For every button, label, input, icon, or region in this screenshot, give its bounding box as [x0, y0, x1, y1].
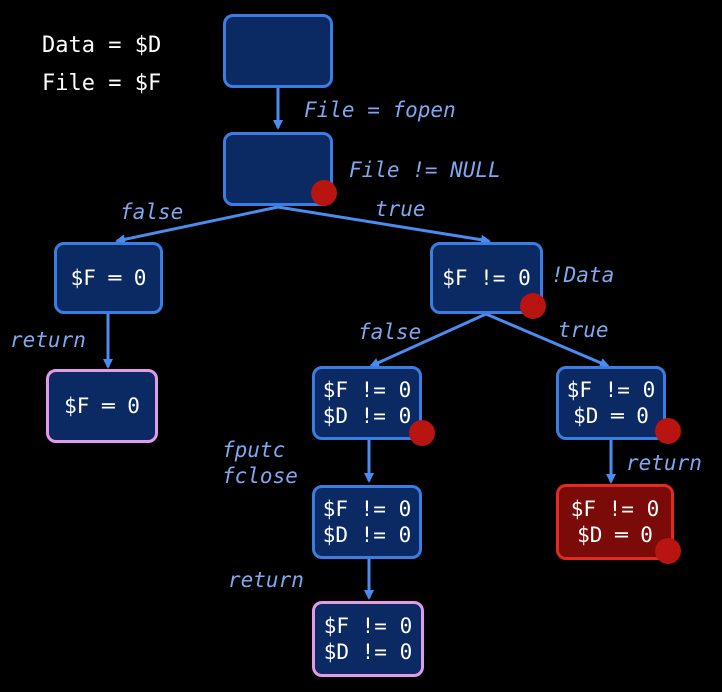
data-null-node: $F != 0 $D ═ 0	[556, 366, 666, 440]
marker-dot	[409, 420, 435, 446]
file-null-node: $F ═ 0	[54, 242, 163, 314]
data-nonnull-return-node: $F != 0 $D != 0	[312, 601, 424, 677]
marker-dot	[311, 180, 337, 206]
legend-file: File = $F	[42, 71, 162, 96]
legend-data: Data = $D	[42, 33, 162, 58]
node-condition-data: $D != 0	[323, 640, 413, 664]
node-condition-data: $D != 0	[322, 523, 412, 547]
node-condition-data: $D != 0	[322, 404, 412, 428]
label-true-2: true	[558, 318, 609, 342]
edge-data-true	[485, 312, 610, 368]
label-data-check: !Data	[551, 263, 615, 287]
node-condition-data: $D ═ 0	[577, 523, 653, 547]
edge-check-false	[115, 205, 279, 245]
label-true-1: true	[375, 197, 426, 221]
data-null-error-node: $F != 0 $D ═ 0	[556, 484, 674, 560]
label-false-1: false	[120, 200, 184, 224]
start-node	[223, 14, 333, 88]
node-condition-file: $F != 0	[566, 378, 656, 402]
marker-dot	[655, 538, 681, 564]
marker-dot	[520, 293, 546, 319]
node-condition: $F != 0	[442, 266, 531, 290]
edge-check-true	[277, 205, 491, 245]
data-nonnull-node: $F != 0 $D != 0	[312, 366, 422, 440]
label-return-3: return	[626, 451, 702, 475]
node-condition: $F ═ 0	[64, 394, 140, 418]
label-return-2: return	[228, 568, 304, 592]
file-null-return-node: $F ═ 0	[46, 369, 158, 443]
label-fopen: File = fopen	[304, 98, 456, 122]
marker-dot	[655, 418, 681, 444]
node-condition: $F ═ 0	[70, 266, 147, 290]
data-nonnull-closed-node: $F != 0 $D != 0	[312, 485, 422, 559]
label-fputc-fclose: fputc fclose	[222, 438, 298, 488]
label-false-2: false	[358, 320, 422, 344]
node-condition-file: $F != 0	[570, 497, 660, 521]
edge-data-false	[369, 312, 487, 368]
node-condition-file: $F != 0	[322, 378, 412, 402]
node-condition-file: $F != 0	[322, 497, 412, 521]
node-condition-data: $D ═ 0	[573, 404, 649, 428]
node-condition-file: $F != 0	[323, 614, 413, 638]
label-return-1: return	[10, 328, 86, 352]
label-file-check: File != NULL	[349, 158, 501, 182]
